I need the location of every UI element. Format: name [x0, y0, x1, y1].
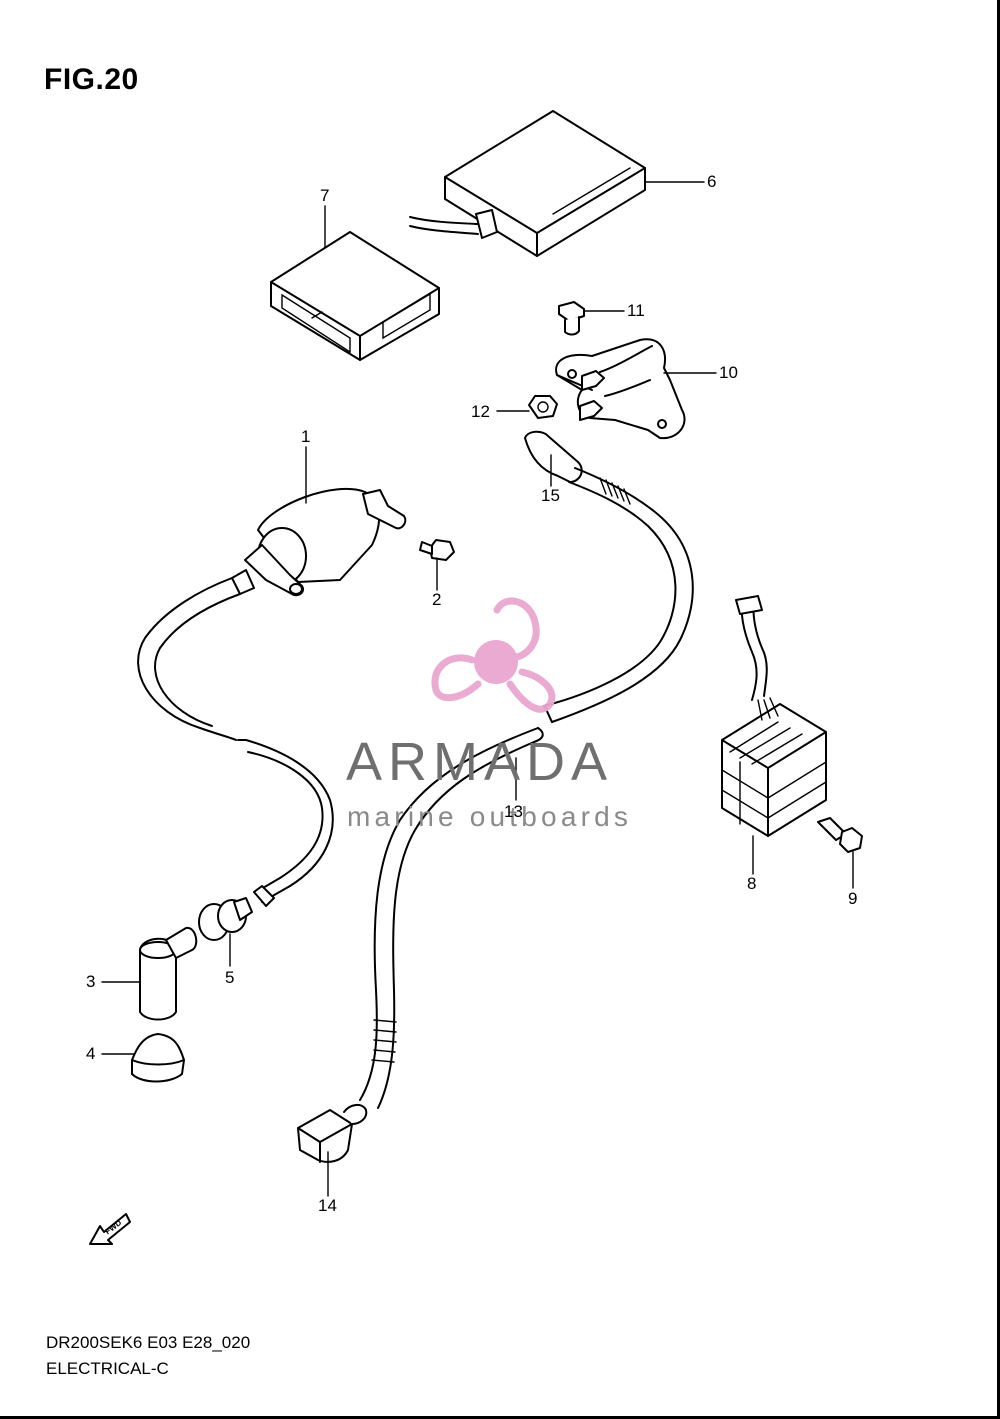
part-12-nut[interactable] — [528, 395, 558, 419]
callout-12[interactable]: 12 — [471, 402, 490, 421]
callout-15[interactable]: 15 — [541, 486, 560, 505]
callout-8[interactable]: 8 — [747, 874, 757, 893]
callout-3[interactable]: 3 — [86, 972, 96, 991]
callout-10[interactable]: 10 — [719, 363, 738, 382]
callout-2[interactable]: 2 — [432, 590, 442, 609]
watermark-tagline: marine outboards — [347, 801, 633, 832]
callout-13[interactable]: 13 — [504, 802, 523, 821]
part-14-terminal-cover[interactable] — [297, 1104, 368, 1163]
section-name: ELECTRICAL-C — [46, 1359, 169, 1378]
part-6-control-unit[interactable] — [409, 110, 646, 257]
part-5-grommet[interactable] — [198, 897, 253, 941]
callout-7[interactable]: 7 — [320, 186, 330, 205]
frame-border-right — [997, 0, 1000, 1419]
watermark-brand: ARMADA — [346, 732, 614, 792]
callout-14[interactable]: 14 — [318, 1196, 337, 1215]
part-7-ecu[interactable] — [270, 231, 440, 361]
diagram-code: DR200SEK6 E03 E28_020 — [46, 1333, 251, 1352]
callout-9[interactable]: 9 — [848, 889, 858, 908]
leader-lines — [101, 181, 854, 1197]
part-15-cable-terminal[interactable] — [524, 430, 583, 483]
frame-border-bottom — [0, 1416, 1000, 1419]
callout-11[interactable]: 11 — [627, 301, 645, 320]
callout-5[interactable]: 5 — [225, 968, 235, 987]
callout-1[interactable]: 1 — [301, 427, 311, 446]
part-8-regulator[interactable] — [721, 595, 827, 837]
part-3-plug-cap[interactable] — [139, 926, 198, 1021]
part-4-cover[interactable] — [131, 1033, 185, 1083]
part-high-tension-cord[interactable] — [137, 577, 334, 907]
part-11-bolt[interactable] — [558, 301, 585, 336]
callout-4[interactable]: 4 — [86, 1044, 96, 1063]
part-9-bolt[interactable] — [817, 817, 863, 853]
forward-direction-arrow-icon: FWD — [89, 1213, 131, 1245]
part-2-screw[interactable] — [419, 539, 455, 561]
figure-title: FIG.20 — [44, 63, 139, 96]
part-10-starter-relay[interactable] — [555, 338, 686, 440]
part-13-lead-wire[interactable] — [359, 467, 694, 1109]
callout-6[interactable]: 6 — [707, 172, 717, 191]
armada-logo-icon — [431, 597, 556, 713]
part-1-ignition-coil[interactable] — [231, 487, 407, 597]
